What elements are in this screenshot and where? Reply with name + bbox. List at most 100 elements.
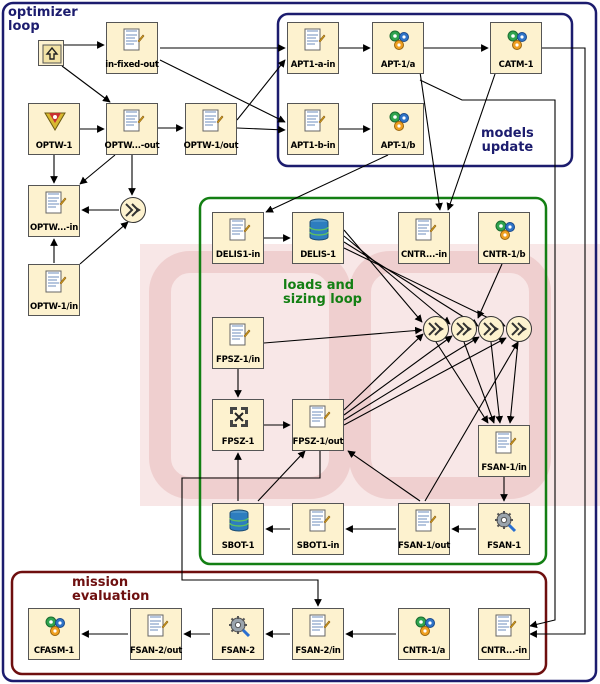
node-fpsz1-in[interactable]: FPSZ-1/in [212,317,264,369]
node-label: APT1-a-in [290,60,336,70]
loads-title-line2: sizing loop [283,292,362,307]
optimizer-icon [43,108,67,134]
node-fpsz1-out[interactable]: FPSZ-1/out [292,399,344,451]
node-label: OPTW...-in [29,223,79,233]
models-title-line2: update [481,140,534,155]
node-label: SBOT-1 [221,541,255,551]
edge-4 [159,59,286,123]
node-cntr-in-top[interactable]: CNTR...-in [398,212,450,264]
script-document-icon [307,404,331,430]
script-document-icon [307,613,331,639]
edge-28 [477,263,503,319]
node-fsan2-in[interactable]: FSAN-2/in [292,608,344,660]
node-label: OPTW-1/out [183,141,239,151]
node-label: OPTW-1 [35,141,73,151]
optimizer-loop-title: optimizer loop [8,6,78,34]
node-cntr1-b[interactable]: CNTR-1/b [478,212,530,264]
node-label: CNTR-1/a [402,646,446,656]
node-label: OPTW-1/in [30,302,78,312]
node-optw-in[interactable]: OPTW...-in [28,185,80,237]
gears-icon [413,613,437,639]
node-label: FSAN-1 [487,541,521,551]
node-delis1[interactable]: DELIS-1 [292,212,344,264]
node-label: FSAN-2/out [129,646,183,656]
node-cntr-in-bottom[interactable]: CNTR...-in [478,608,530,660]
converger-icon [227,404,251,430]
database-icon [227,508,251,534]
edge-38 [490,341,504,424]
node-fsan1-out[interactable]: FSAN-1/out [398,503,450,555]
watermark-logo [140,244,600,506]
node-optw1[interactable]: OPTW-1 [28,103,80,155]
edge-32 [343,333,424,411]
script-document-icon [413,217,437,243]
node-sbot1-in[interactable]: SBOT1-in [292,503,344,555]
optimizer-title-line1: optimizer [8,5,78,20]
edge-39 [506,341,519,424]
node-apt1-a[interactable]: APT-1/a [372,22,424,74]
node-label: FSAN-2 [221,646,255,656]
node-fpsz1[interactable]: FPSZ-1 [212,399,264,451]
edge-20 [446,73,496,211]
script-document-icon [200,108,224,134]
merge-arrows-icon [125,203,141,217]
node-label: CNTR...-in [400,250,448,260]
edge-35 [343,337,507,426]
node-label: FSAN-1/out [397,541,451,551]
edge-45 [347,450,421,502]
node-cntr1-a[interactable]: CNTR-1/a [398,608,450,660]
node-label: in-fixed-out [105,60,159,70]
node-fsan2[interactable]: FSAN-2 [212,608,264,660]
merge-node-loads-3[interactable] [478,316,504,342]
edge-25 [343,235,451,325]
node-label: FSAN-2/in [295,646,341,656]
node-label: FPSZ-1/out [292,437,344,447]
node-fsan1[interactable]: FSAN-1 [478,503,530,555]
edge-6 [236,59,286,121]
node-delis1-in[interactable]: DELIS1-in [212,212,264,264]
mission-title-line2: evaluation [72,589,150,604]
script-document-icon [413,508,437,534]
edge-48 [181,451,322,607]
node-in-fixed-out[interactable]: in-fixed-out [105,22,159,74]
merge-node-optimizer[interactable] [120,197,146,223]
node-apt1-b-in[interactable]: APT1-b-in [287,103,339,155]
models-update-frame [276,12,574,168]
models-title-line1: models [481,126,534,141]
edge-24 [343,229,423,323]
gears-icon [387,27,411,53]
node-fsan2-out[interactable]: FSAN-2/out [130,608,182,660]
edge-46 [424,341,519,502]
mission-evaluation-title: mission evaluation [72,576,149,604]
node-cfasm1[interactable]: CFASM-1 [28,608,80,660]
merge-arrows-icon [483,322,499,336]
script-document-icon [302,27,326,53]
node-fsan1-in[interactable]: FSAN-1/in [478,425,530,477]
script-document-icon [121,27,145,53]
node-catm1[interactable]: CATM-1 [490,22,542,74]
merge-arrows-icon [456,322,472,336]
node-label: FPSZ-1 [221,437,255,447]
node-apt1-a-in[interactable]: APT1-a-in [287,22,339,74]
node-label: APT1-b-in [290,141,336,151]
database-icon [307,217,331,243]
edge-19 [419,79,556,629]
edge-7 [236,125,286,134]
node-optw1-in[interactable]: OPTW-1/in [28,264,80,316]
edge-29 [263,326,423,344]
edge-37 [463,341,496,424]
merge-node-loads-1[interactable] [423,316,449,342]
merge-node-loads-4[interactable] [506,316,532,342]
start-node[interactable] [38,40,64,66]
node-optw-out[interactable]: OPTW...-out [105,103,160,155]
node-sbot1[interactable]: SBOT-1 [212,503,264,555]
node-label: OPTW...-out [104,141,160,151]
mission-title-line1: mission [72,575,129,590]
merge-node-loads-2[interactable] [451,316,477,342]
loads-sizing-title: loads and sizing loop [283,279,362,307]
script-document-icon [307,508,331,534]
node-apt1-b[interactable]: APT-1/b [372,103,424,155]
upload-start-icon [42,44,62,64]
node-optw1-out[interactable]: OPTW-1/out [184,103,239,155]
